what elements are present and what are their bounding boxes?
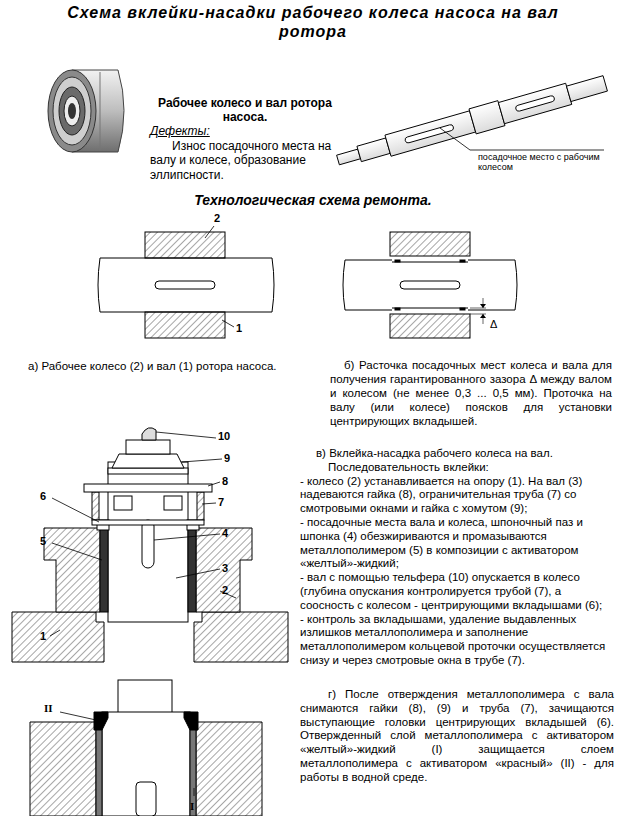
step-text: г) После отверждения металлополимера с в…	[300, 688, 614, 785]
callout-number: 3	[222, 562, 228, 574]
fig-c-assembly	[12, 428, 288, 662]
callout-number: I	[190, 800, 194, 812]
callout-number: 1	[236, 322, 242, 334]
defects-heading: Дефекты:	[150, 124, 210, 138]
step-item: - контроль за вкладышами, удаление выдав…	[300, 613, 614, 668]
callout-number: 6	[40, 490, 46, 502]
section-heading: Технологическая схема ремонта.	[80, 192, 546, 208]
step-heading: в) Вклейка-насадка рабочего колеса на ва…	[300, 447, 614, 461]
fig-a-section	[98, 226, 274, 338]
callout-number: 10	[218, 430, 230, 442]
callout-number: II	[44, 702, 53, 714]
fig-d-result	[30, 680, 262, 816]
caption-heading: Рабочее колесо и вал ротора насоса.	[140, 96, 350, 124]
fig-b-section	[343, 232, 517, 338]
step-item: - колесо (2) устанавливается на опору (1…	[300, 475, 614, 516]
callout-number: 4	[222, 527, 228, 539]
page-title: Схема вклейки-насадки рабочего колеса на…	[40, 3, 586, 41]
text-column: б) Расточка посадочных мест колеса и вал…	[330, 358, 612, 428]
callout-number: 5	[40, 535, 46, 547]
impeller-picture	[48, 70, 124, 152]
callout-number: 8	[222, 475, 228, 487]
step-subheading: Последовательность вклейки:	[300, 461, 614, 475]
callout-number: 7	[218, 496, 224, 508]
step-text: б) Расточка посадочных мест колеса и вал…	[330, 358, 612, 428]
callout-number: 1	[40, 630, 46, 642]
figure-caption: а) Рабочее колесо (2) и вал (1) ротора н…	[28, 360, 308, 372]
callout-number: 9	[224, 452, 230, 464]
defects-text: Износ посадочного места на валу и колесе…	[150, 139, 335, 182]
callout-number: 2	[214, 212, 220, 224]
step-item: - вал с помощью тельфера (10) опускается…	[300, 571, 614, 612]
step-item: - посадочные места вала и колеса, шпоноч…	[300, 516, 614, 571]
dimension-label: Δ	[490, 318, 497, 330]
shaft-picture	[334, 71, 608, 173]
text-column: в) Вклейка-насадка рабочего колеса на ва…	[300, 447, 614, 668]
leader-label: посадочное место с рабочим колесом	[478, 152, 606, 173]
text-column: г) После отверждения металлополимера с в…	[300, 688, 614, 785]
callout-number: 2	[222, 584, 228, 596]
